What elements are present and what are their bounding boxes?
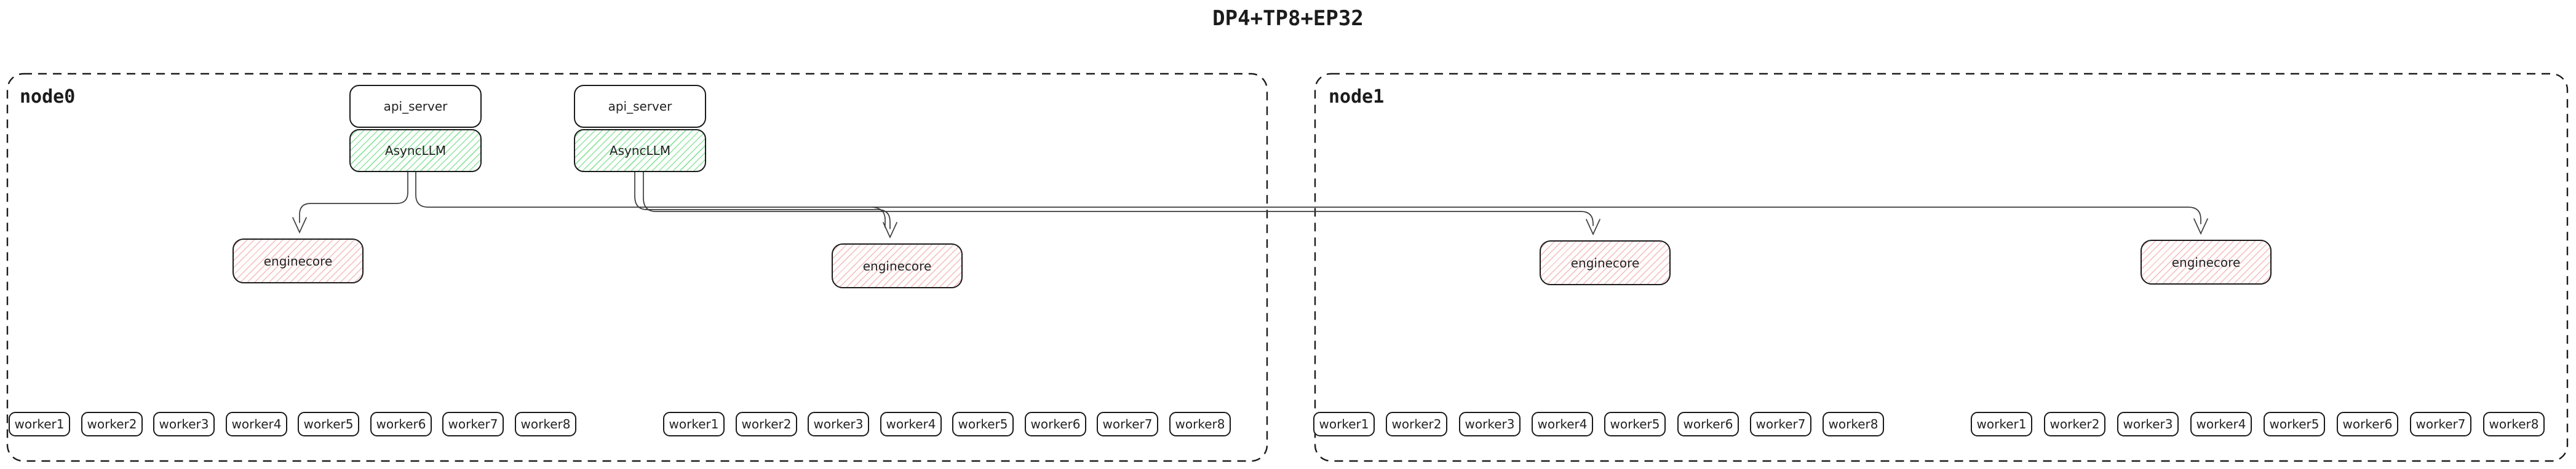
worker-box: worker3 [2117,412,2179,436]
enginecore-box: enginecore [2141,240,2272,285]
worker-box: worker7 [1097,412,1158,436]
asyncllm-label: AsyncLLM [384,143,447,158]
worker-label: worker6 [2342,417,2393,432]
worker-label: worker7 [448,417,498,432]
worker-box: worker2 [736,412,797,436]
worker-label: worker3 [2123,417,2173,432]
enginecore-box: enginecore [1540,240,1671,285]
diagram-title: DP4+TP8+EP32 [1212,6,1364,31]
worker-box: worker6 [2337,412,2398,436]
api-server-label: api_server [608,99,672,114]
arrow-head-enginecore4 [2193,218,2208,235]
worker-box: worker5 [2264,412,2325,436]
worker-box: worker4 [226,412,287,436]
worker-label: worker6 [376,417,426,432]
worker-label: worker4 [1537,417,1588,432]
worker-label: worker1 [14,417,65,432]
api-server-box: api_server [574,85,706,128]
worker-label: worker5 [2269,417,2320,432]
worker-label: worker3 [159,417,209,432]
enginecore-label: enginecore [1570,255,1640,270]
worker-label: worker4 [2196,417,2246,432]
node1-boundary [1314,73,2569,462]
worker-label: worker5 [303,417,354,432]
worker-label: worker5 [1610,417,1660,432]
enginecore-box: enginecore [832,243,963,288]
enginecore-box: enginecore [233,238,364,283]
worker-label: worker6 [1030,417,1081,432]
worker-box: worker6 [1677,412,1739,436]
worker-box: worker5 [298,412,359,436]
worker-label: worker3 [1465,417,1515,432]
worker-box: worker3 [1459,412,1521,436]
worker-label: worker3 [813,417,864,432]
worker-label: worker2 [1391,417,1442,432]
worker-box: worker6 [1025,412,1086,436]
worker-box: worker7 [1750,412,1811,436]
worker-box: worker3 [153,412,215,436]
worker-label: worker8 [1175,417,1225,432]
worker-box: worker1 [1971,412,2032,436]
edge-asyncllm2-enginecore2 [634,171,891,229]
asyncllm-box: AsyncLLM [574,129,706,172]
worker-box: worker1 [1313,412,1375,436]
edge-asyncllm1-bus [415,171,2201,224]
worker-box: worker8 [1823,412,1884,436]
worker-label: worker4 [231,417,282,432]
worker-box: worker2 [81,412,143,436]
enginecore-label: enginecore [263,253,333,269]
worker-label: worker8 [1828,417,1878,432]
worker-box: worker2 [2044,412,2105,436]
arrow-head-enginecore1 [292,217,307,234]
edge-asyncllm2-enginecore3 [643,171,1594,226]
worker-box: worker5 [952,412,1014,436]
worker-label: worker2 [741,417,792,432]
worker-label: worker6 [1683,417,1733,432]
node1-label: node1 [1329,86,1385,108]
worker-box: worker4 [880,412,942,436]
asyncllm-label: AsyncLLM [609,143,671,158]
worker-label: worker4 [886,417,936,432]
arrow-head-enginecore3 [1586,219,1600,236]
worker-box: worker4 [2190,412,2252,436]
worker-label: worker1 [1976,417,2027,432]
worker-box: worker2 [1386,412,1447,436]
node0-label: node0 [20,86,76,108]
worker-label: worker8 [520,417,571,432]
api-server-box: api_server [349,85,482,128]
worker-label: worker7 [1755,417,1806,432]
worker-box: worker7 [2410,412,2471,436]
worker-label: worker8 [2489,417,2539,432]
worker-box: worker8 [1169,412,1231,436]
edge-asyncllm1-enginecore1 [299,171,408,223]
node0-boundary [6,73,1268,462]
worker-box: worker3 [808,412,869,436]
worker-label: worker2 [87,417,137,432]
worker-label: worker5 [958,417,1008,432]
worker-label: worker1 [1319,417,1369,432]
worker-label: worker2 [2049,417,2100,432]
worker-box: worker4 [1532,412,1593,436]
enginecore-label: enginecore [862,258,932,274]
worker-label: worker7 [2415,417,2466,432]
edge-bus-drop-enginecore2 [872,207,886,228]
worker-box: worker5 [1604,412,1666,436]
worker-box: worker8 [2483,412,2545,436]
worker-box: worker6 [370,412,432,436]
enginecore-label: enginecore [2171,254,2241,270]
arrow-head-enginecore2 [883,222,897,239]
worker-box: worker7 [442,412,504,436]
worker-box: worker8 [515,412,576,436]
worker-box: worker1 [9,412,70,436]
worker-label: worker7 [1102,417,1153,432]
asyncllm-box: AsyncLLM [349,129,482,172]
api-server-label: api_server [383,99,448,114]
worker-box: worker1 [663,412,725,436]
worker-label: worker1 [669,417,719,432]
